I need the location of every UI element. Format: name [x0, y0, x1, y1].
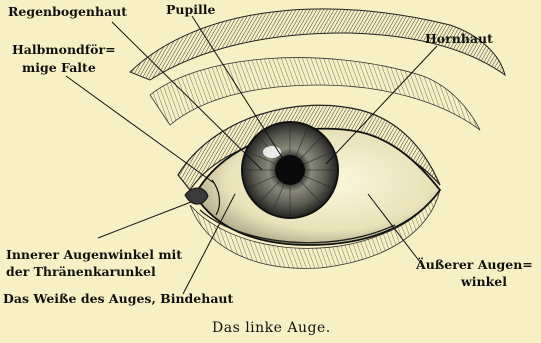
label-halbmond-line2: mige Falte [22, 60, 96, 76]
label-innerer-line1: Innerer Augenwinkel mit [6, 247, 182, 263]
tear-caruncle [185, 188, 208, 204]
label-innerer-line2: der Thränenkarunkel [6, 264, 156, 280]
label-pupille: Pupille [166, 2, 215, 18]
label-regenbogenhaut: Regenbogenhaut [8, 4, 127, 20]
pupil [275, 155, 305, 185]
label-weisse: Das Weiße des Auges, Bindehaut [3, 291, 233, 307]
label-aeusserer-line2: winkel [461, 274, 507, 290]
leader-innerer [98, 202, 191, 238]
label-hornhaut: Hornhaut [425, 31, 493, 47]
figure-caption: Das linke Auge. [212, 320, 331, 336]
label-halbmond-line1: Halbmondför= [12, 42, 116, 58]
label-aeusserer-line1: Äußerer Augen= [416, 257, 533, 273]
